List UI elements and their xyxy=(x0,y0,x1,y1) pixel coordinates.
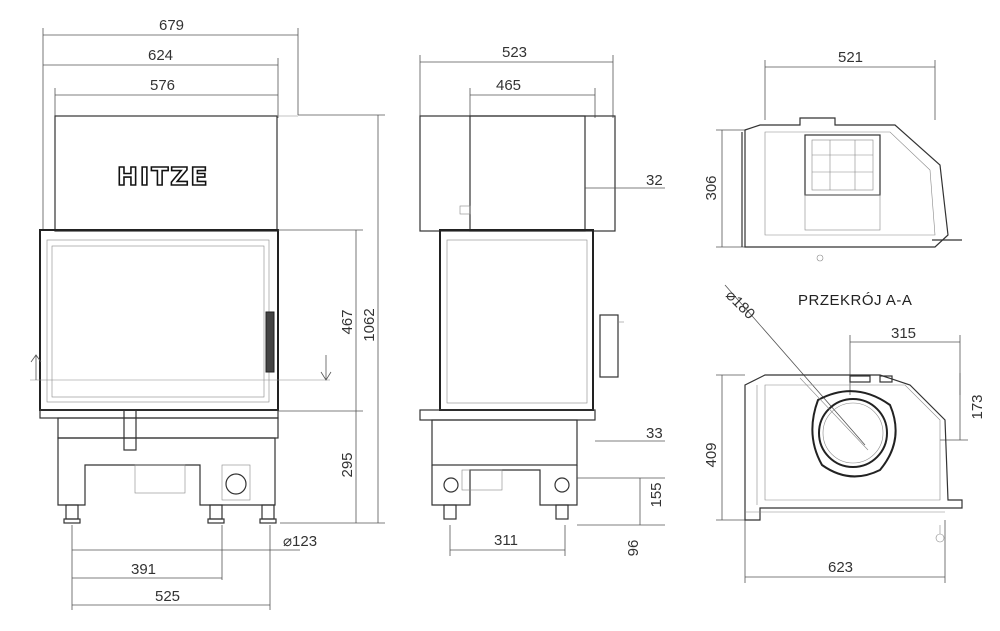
dim-315: 315 xyxy=(891,325,916,342)
dim-155: 155 xyxy=(648,482,665,507)
dim-391: 391 xyxy=(131,561,156,578)
hinge-strip xyxy=(265,311,275,373)
grate xyxy=(804,134,881,196)
dim-576: 576 xyxy=(150,77,175,94)
dim-295: 295 xyxy=(339,452,356,477)
dim-465: 465 xyxy=(496,77,521,94)
dim-306: 306 xyxy=(703,175,720,200)
dim-409: 409 xyxy=(703,442,720,467)
section-view: ⌀180 315 173 409 623 xyxy=(703,284,986,583)
side-handle xyxy=(599,314,619,378)
dim-624: 624 xyxy=(148,47,173,64)
flue-outlet xyxy=(818,398,888,468)
top-view: 521 306 xyxy=(703,49,962,262)
dim-32: 32 xyxy=(646,172,663,189)
dim-33: 33 xyxy=(646,425,663,442)
side-view: 523 465 32 33 155 96 311 xyxy=(419,44,665,557)
dim-173: 173 xyxy=(969,394,986,419)
section-arrow-right xyxy=(320,355,332,381)
front-view: HITZE xyxy=(30,17,385,610)
dim-311: 311 xyxy=(494,532,518,549)
outlet-collar xyxy=(811,390,897,478)
dim-1062: 1062 xyxy=(361,308,378,341)
dim-123: 123 xyxy=(292,533,317,550)
dim-623: 623 xyxy=(828,559,853,576)
dim-96: 96 xyxy=(625,540,642,557)
dim-679: 679 xyxy=(159,17,184,34)
dim-523: 523 xyxy=(502,44,527,61)
dim-467: 467 xyxy=(339,309,356,334)
brand-logo: HITZE xyxy=(117,162,209,191)
door-handle xyxy=(123,409,137,451)
dim-525: 525 xyxy=(155,588,180,605)
dim-521: 521 xyxy=(838,49,863,66)
dim-diameter-180: ⌀180 xyxy=(722,287,758,323)
section-arrow-left xyxy=(30,354,42,380)
dim-diameter-123: ⌀123 xyxy=(283,533,317,550)
section-label: PRZEKRÓJ A-A xyxy=(798,292,912,309)
